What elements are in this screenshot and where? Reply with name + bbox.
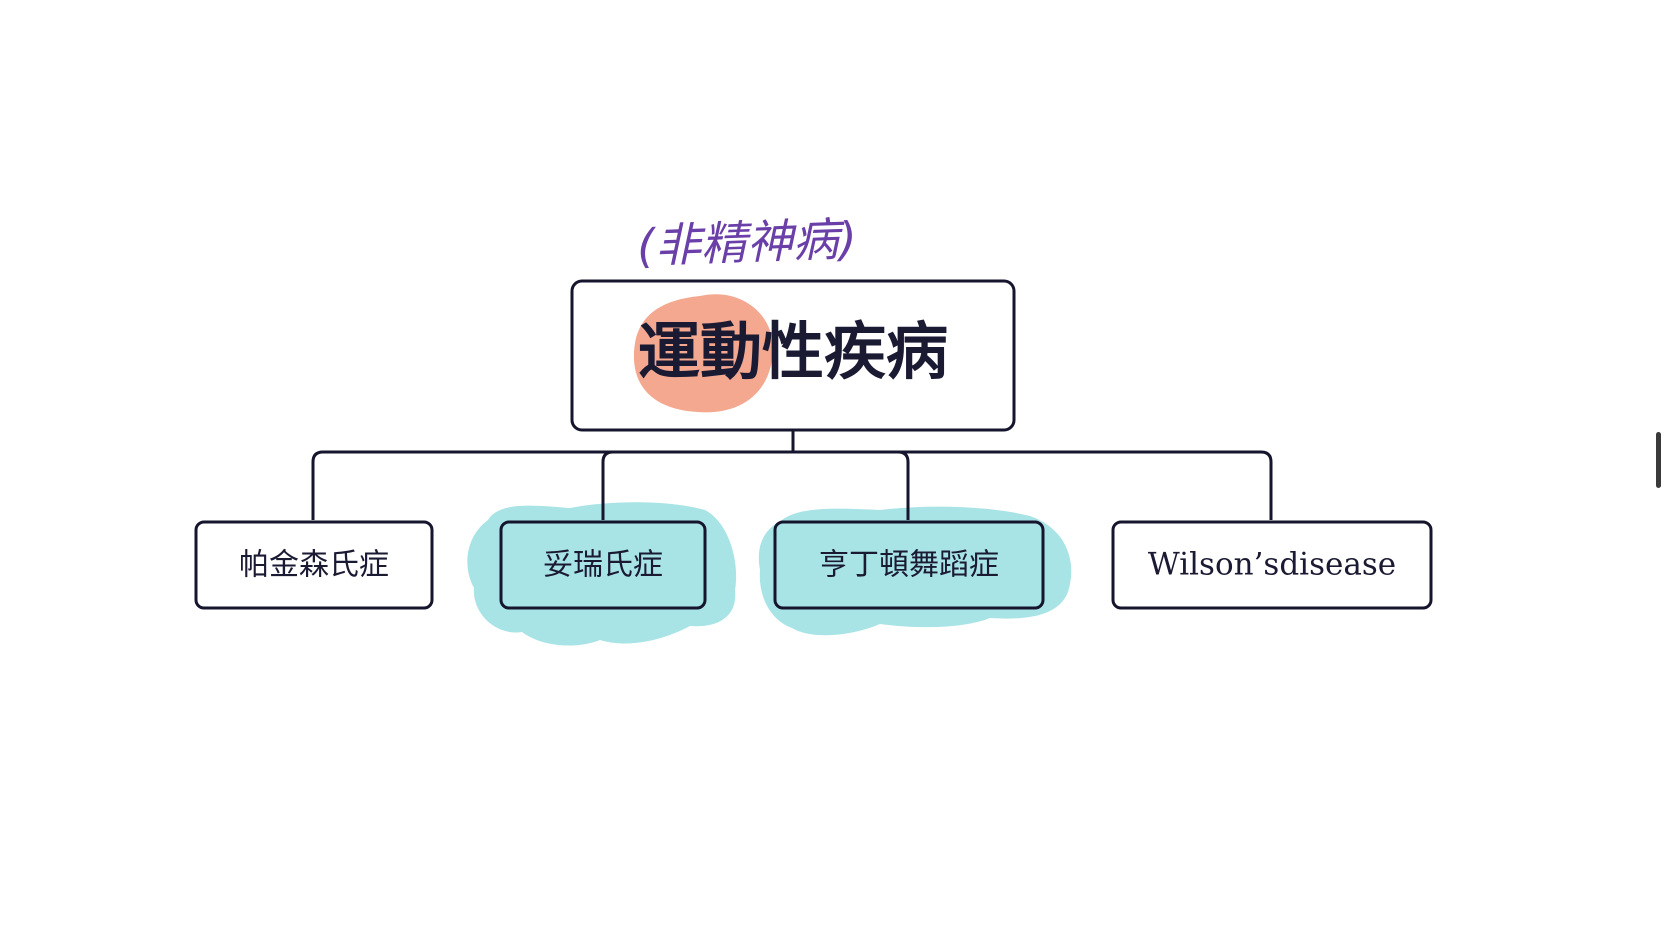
child-label-2: 妥瑞氏症 bbox=[543, 548, 663, 583]
child-label-3: 亨丁頓舞蹈症 bbox=[819, 548, 999, 583]
child-label-4: Wilson’sdisease bbox=[1148, 547, 1396, 583]
child-box-1 bbox=[194, 520, 434, 610]
root-highlight-blob bbox=[633, 294, 774, 413]
branch-2 bbox=[601, 450, 614, 520]
child-box-4 bbox=[1111, 520, 1433, 610]
root-label: 運動性疾病 bbox=[638, 315, 948, 388]
horizontal-bus bbox=[311, 450, 1273, 520]
child-box-2 bbox=[499, 520, 707, 610]
scrollbar-thumb[interactable] bbox=[1656, 432, 1661, 488]
branch-3 bbox=[897, 450, 910, 520]
child-box-3 bbox=[773, 520, 1045, 610]
connector-lines bbox=[311, 430, 1273, 520]
handwritten-annotation: (非精神病) bbox=[636, 212, 858, 274]
child-label-1: 帕金森氏症 bbox=[239, 548, 389, 583]
root-box bbox=[570, 279, 1016, 432]
